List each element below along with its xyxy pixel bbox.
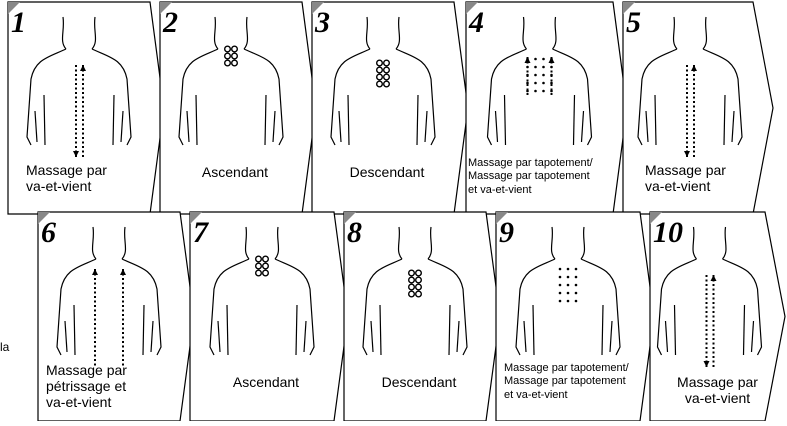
step-number: 3 [314, 6, 330, 39]
side-note: la [0, 340, 9, 354]
tap-dot [575, 268, 578, 271]
step-panel-3: 3 [312, 2, 468, 214]
tap-dot [567, 276, 570, 279]
tap-dot [567, 292, 570, 295]
tap-dot [534, 74, 537, 77]
tap-dot [542, 66, 545, 69]
tap-dot [575, 276, 578, 279]
tap-dot [534, 82, 537, 85]
step-caption-2: Ascendant [160, 164, 310, 180]
step-caption-5: Massage par va-et-vient [645, 162, 765, 194]
tap-dot [542, 82, 545, 85]
step-panel-2: 2 [160, 2, 316, 214]
step-caption-8: Descendant [344, 374, 494, 390]
step-number: 6 [41, 216, 56, 249]
tap-dot [567, 300, 570, 303]
tap-dot [526, 82, 529, 85]
tap-dot [559, 292, 562, 295]
step-caption-3: Descendant [312, 164, 462, 180]
tap-dot [575, 300, 578, 303]
step-caption-6: Massage par pétrissage et va-et-vient [46, 362, 186, 410]
tap-dot [542, 90, 545, 93]
step-number: 7 [193, 216, 209, 249]
step-number: 1 [11, 6, 26, 39]
step-number: 5 [626, 6, 641, 39]
step-caption-4: Massage par tapotement/ Massage par tapo… [468, 157, 618, 197]
tap-dot [559, 276, 562, 279]
tap-dot [534, 58, 537, 61]
step-caption-9: Massage par tapotement/ Massage par tapo… [504, 362, 654, 402]
tap-dot [575, 284, 578, 287]
panel-outline [160, 2, 316, 214]
tap-dot [542, 74, 545, 77]
tap-dot [559, 268, 562, 271]
step-number: 2 [162, 6, 178, 39]
tap-dot [575, 292, 578, 295]
step-caption-10: Massage par va-et-vient [650, 374, 785, 406]
tap-dot [550, 82, 553, 85]
step-number: 4 [468, 6, 484, 39]
tap-dot [534, 66, 537, 69]
step-number: 9 [499, 216, 514, 249]
tap-dot [559, 300, 562, 303]
panel-outline [312, 2, 468, 214]
tap-dot [559, 284, 562, 287]
tap-dot [542, 58, 545, 61]
tap-dot [567, 284, 570, 287]
step-number: 10 [653, 216, 683, 249]
tap-dot [567, 268, 570, 271]
step-caption-1: Massage par va-et-vient [26, 162, 146, 194]
tap-dot [534, 90, 537, 93]
step-number: 8 [347, 216, 362, 249]
step-caption-7: Ascendant [190, 374, 342, 390]
